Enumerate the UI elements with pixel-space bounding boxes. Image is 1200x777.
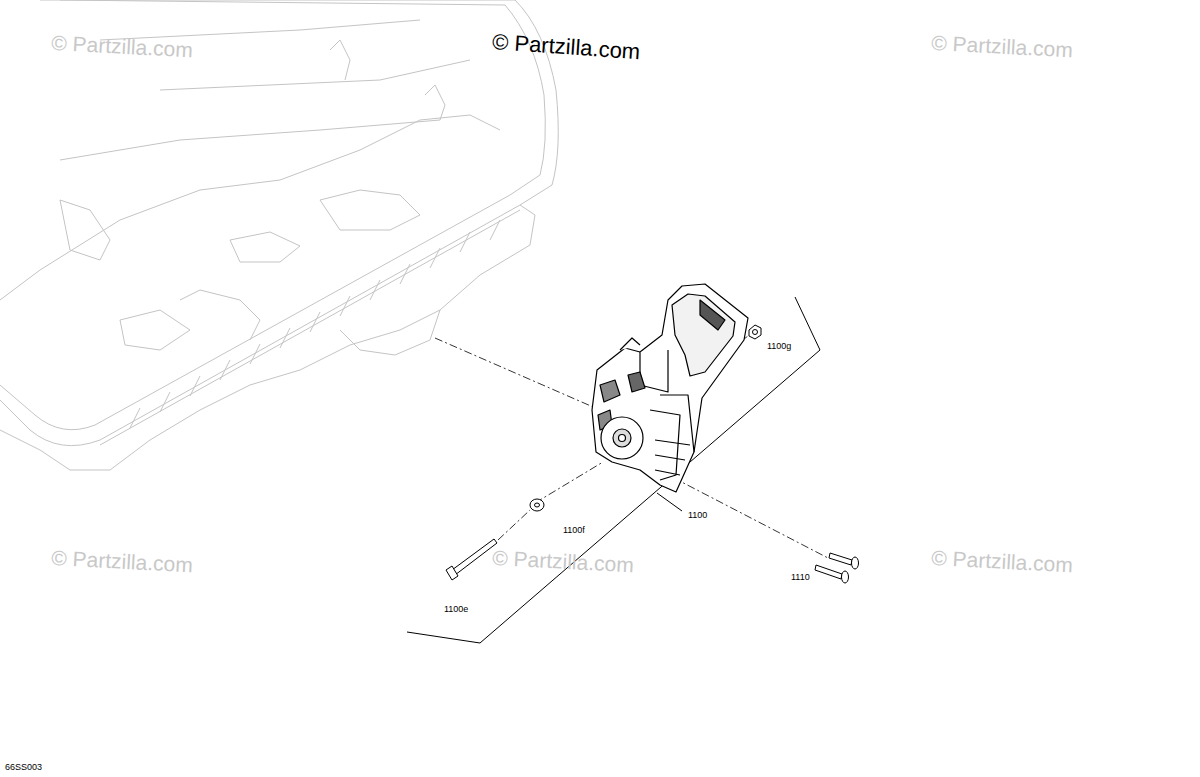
- callout-number: 1100f: [563, 526, 585, 535]
- handle-bracket: [592, 284, 748, 492]
- vehicle-body: [0, 0, 558, 470]
- screw: [815, 553, 859, 583]
- figure-code: 66SS003: [5, 763, 42, 772]
- watermark: © Partzilla.com: [51, 32, 193, 60]
- watermark: © Partzilla.com: [492, 547, 634, 575]
- callout-number: 1100: [688, 511, 707, 520]
- nut: [749, 325, 761, 339]
- callout-bracket: [407, 297, 820, 643]
- callout-number: 1100e: [444, 605, 468, 614]
- washer: [530, 499, 544, 511]
- watermark: © Partzilla.com: [51, 547, 193, 575]
- watermark: © Partzilla.com: [491, 31, 640, 63]
- callout-number: 1110: [791, 573, 810, 582]
- watermark: © Partzilla.com: [931, 32, 1073, 60]
- watermark: © Partzilla.com: [931, 547, 1073, 575]
- bolt: [446, 539, 497, 580]
- callout-number: 1100g: [767, 342, 791, 351]
